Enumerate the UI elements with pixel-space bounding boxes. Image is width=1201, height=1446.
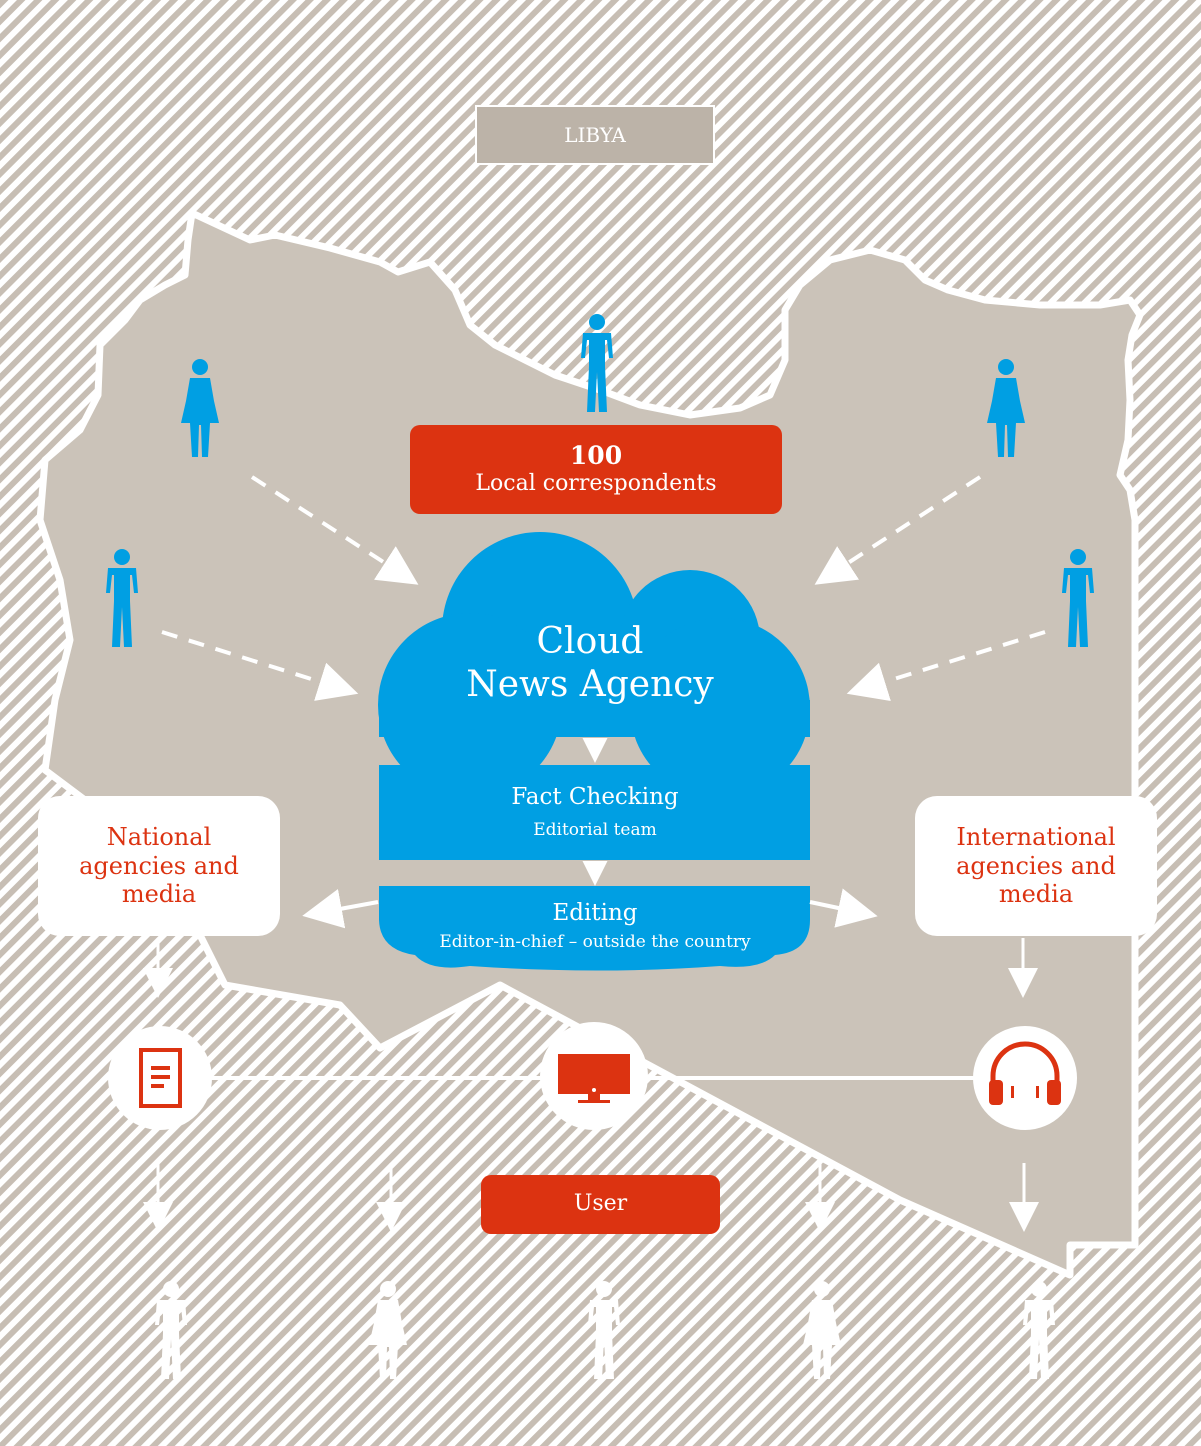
headphones-icon — [973, 1026, 1077, 1130]
arrow-w — [161, 630, 359, 701]
fact-checking-title: Fact Checking — [511, 784, 679, 810]
editing-band — [379, 886, 810, 971]
cloud-shape — [378, 532, 810, 798]
user-box: User — [481, 1175, 720, 1234]
user-label: User — [573, 1191, 628, 1217]
country-label: LIBYA — [475, 105, 715, 165]
correspondents-box: 100 Local correspondents — [410, 425, 782, 514]
arrow-e — [846, 630, 1046, 701]
cloud-news-agency-label: Cloud News Agency — [466, 621, 714, 706]
correspondents-label: Local correspondents — [475, 471, 717, 497]
fact-checking-subtitle: Editorial team — [533, 820, 657, 840]
fact-checking-band — [379, 765, 810, 860]
correspondents-count: 100 — [569, 441, 623, 471]
monitor-icon — [540, 1022, 648, 1130]
arrow-nw — [250, 475, 419, 585]
arrow-ne — [814, 475, 982, 585]
distribution-arrows — [302, 888, 878, 929]
document-icon — [108, 1026, 212, 1130]
user-arrows — [143, 1163, 1039, 1232]
editing-subtitle: Editor-in-chief – outside the country — [439, 932, 751, 952]
international-agencies-box: International agencies and media — [915, 796, 1157, 936]
national-agencies-box: National agencies and media — [38, 796, 280, 936]
media-arrows — [143, 938, 1038, 998]
editing-title: Editing — [552, 900, 638, 926]
correspondent-arrows — [161, 475, 1046, 701]
